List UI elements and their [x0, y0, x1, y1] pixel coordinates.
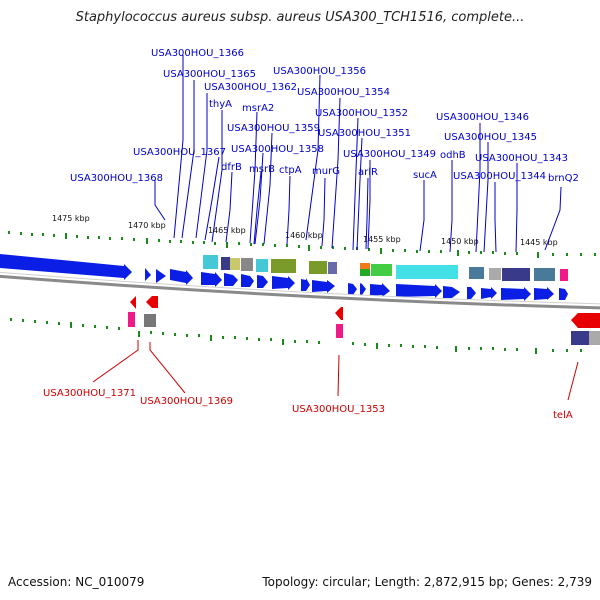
gene-label: dfrB	[221, 162, 242, 173]
gene-label: USA300HOU_1352	[315, 108, 408, 119]
gene-label: USA300HOU_1344	[453, 171, 546, 182]
gene-label: USA300HOU_1358	[231, 144, 324, 155]
gene-label: USA300HOU_1371	[43, 388, 136, 399]
genome-backbone	[0, 271, 600, 310]
forward-genes	[0, 254, 568, 301]
gene-label: murG	[312, 166, 340, 177]
reverse-leader-lines	[92, 340, 579, 401]
gene-label: USA300HOU_1343	[475, 153, 568, 164]
forward-labels: USA300HOU_1366 USA300HOU_1365 USA300HOU_…	[70, 48, 579, 184]
gene-label: USA300HOU_1353	[292, 404, 385, 415]
gene-label: USA300HOU_1346	[436, 112, 529, 123]
scale-label: 1445 kbp	[520, 238, 558, 247]
gene-label: USA300HOU_1359	[227, 123, 320, 134]
gene-label: brnQ2	[548, 173, 579, 184]
gene-label: thyA	[209, 99, 232, 110]
gene-label: USA300HOU_1351	[318, 128, 411, 139]
gene-label: telA	[553, 410, 573, 421]
gene-label: USA300HOU_1366	[151, 48, 244, 59]
genome-title: Staphylococcus aureus subsp. aureus USA3…	[75, 10, 525, 25]
forward-leader-lines	[154, 55, 562, 253]
cog-boxes-reverse	[128, 312, 600, 345]
gene-label: ctpA	[279, 165, 302, 176]
scale-label: 1455 kbp	[363, 235, 401, 244]
gene-label: USA300HOU_1349	[343, 149, 436, 160]
scale-label: 1465 kbp	[208, 226, 246, 235]
gene-label: msrB	[249, 164, 275, 175]
gene-label: arlR	[358, 167, 378, 178]
gene-label: USA300HOU_1369	[140, 396, 233, 407]
scale-label: 1460 kbp	[285, 231, 323, 240]
gene-label: odhB	[440, 150, 466, 161]
reverse-labels: USA300HOU_1371 USA300HOU_1369 USA300HOU_…	[43, 388, 573, 421]
reverse-genes	[130, 296, 600, 328]
scale-label: 1475 kbp	[52, 214, 90, 223]
scale-label: 1450 kbp	[441, 237, 479, 246]
scale-label: 1470 kbp	[128, 221, 166, 230]
gene-label: USA300HOU_1345	[444, 132, 537, 143]
gene-label: USA300HOU_1368	[70, 173, 163, 184]
cog-boxes-forward	[203, 255, 568, 281]
gene-label: USA300HOU_1367	[133, 147, 226, 158]
lower-scale-ticks	[10, 318, 582, 354]
gene-label: sucA	[413, 170, 437, 181]
gene-label: USA300HOU_1365	[163, 69, 256, 80]
gene-label: USA300HOU_1354	[297, 87, 390, 98]
upper-scale-ticks	[8, 231, 596, 258]
scale-labels: 1475 kbp 1470 kbp 1465 kbp 1460 kbp 1455…	[52, 214, 558, 247]
gene-label: USA300HOU_1362	[204, 82, 297, 93]
topology-text: Topology: circular; Length: 2,872,915 bp…	[262, 575, 592, 589]
accession-text: Accession: NC_010079	[8, 575, 145, 589]
gene-label: msrA2	[242, 103, 274, 114]
gene-label: USA300HOU_1356	[273, 66, 366, 77]
